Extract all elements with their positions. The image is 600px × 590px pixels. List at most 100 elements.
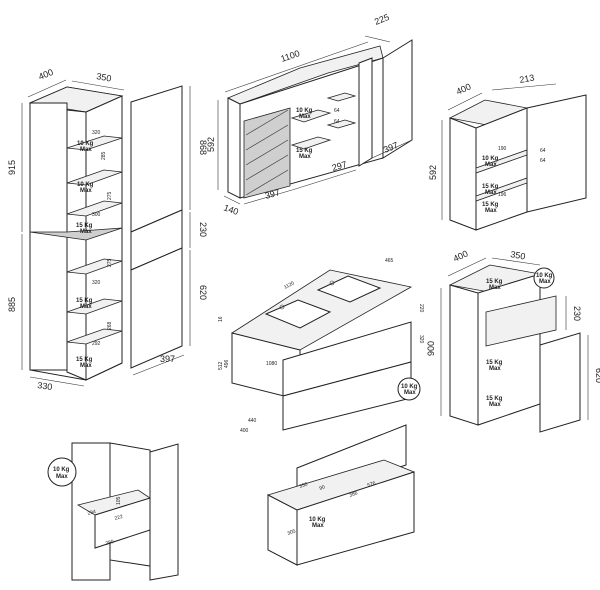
tall-depth-dim: 350 <box>96 71 113 83</box>
mirror-door-middle <box>358 57 373 167</box>
load-label: 15 Kg <box>486 279 503 285</box>
shelf-dim-7: 268 <box>107 321 113 330</box>
load-label-max: Max <box>299 114 311 120</box>
load-label: 15 Kg <box>76 223 93 229</box>
front-lower-height-dim: 620 <box>198 285 208 300</box>
load-label-max: Max <box>312 523 324 529</box>
front-width-dim: 397 <box>160 354 175 364</box>
shelf-dim-1: 320 <box>92 130 101 136</box>
wall-width-dim: 400 <box>455 81 473 96</box>
wall-cabinet-side <box>449 117 477 231</box>
drawer-detail-door <box>149 443 179 581</box>
mirror-cabinet-section: 10 Kg Max 15 Kg Max 64 64 1100 225 592 1… <box>206 12 413 217</box>
load-label-max: Max <box>80 229 92 235</box>
half-cabinet-side <box>449 284 479 426</box>
half-width-dim: 400 <box>452 248 470 263</box>
load-label: 15 Kg <box>486 396 503 402</box>
load-label-max: Max <box>539 279 551 285</box>
load-label-max: Max <box>299 154 311 160</box>
wall-shelf-dim: 64 <box>540 148 546 154</box>
mirror-depth-dim: 225 <box>373 12 391 27</box>
load-label-max: Max <box>489 366 501 372</box>
vanity-detail-side <box>267 494 298 566</box>
tall-cabinet-fronts: 868 230 620 397 <box>130 85 208 376</box>
mirror-hatching <box>245 109 289 196</box>
load-label: 10 Kg <box>309 517 326 523</box>
mirror-height-dim: 592 <box>206 137 216 152</box>
load-label-max: Max <box>485 190 497 196</box>
load-label-max: Max <box>56 474 68 480</box>
load-label-max: Max <box>485 208 497 214</box>
drawer-detail-front <box>94 497 151 549</box>
wall-depth-dim: 213 <box>519 73 536 85</box>
vanity-drawer-detail-section: 350 90 576 386 305 10 Kg Max <box>266 424 416 566</box>
drawer-detail-section: 10 Kg Max 294 222 105 280 <box>47 442 179 581</box>
mirror-shelf-dim: 64 <box>334 119 340 125</box>
vanity-inner-width: 400 <box>240 428 249 434</box>
half-drawer-height-dim: 230 <box>572 306 582 321</box>
wall-shelf-dim: 190 <box>498 146 507 152</box>
tall-cabinet-shelves <box>29 135 123 345</box>
load-label-max: Max <box>404 390 416 396</box>
half-door-height-dim: 620 <box>594 368 600 383</box>
half-load-badge <box>533 267 555 289</box>
vanity-height: 16 <box>218 316 224 322</box>
wall-shelf-dim: 196 <box>498 192 507 198</box>
vanity-height: 512 <box>218 361 224 370</box>
vanity-height: 496 <box>224 359 230 368</box>
half-height-dim: 900 <box>426 341 436 356</box>
drawer-dim: 105 <box>116 496 122 505</box>
vanity-detail-dim: 386 <box>349 490 359 499</box>
mirror-door-left-dim: 397 <box>264 187 281 201</box>
load-label: 10 Kg <box>296 108 313 114</box>
shelf-dim-2: 285 <box>101 151 107 160</box>
vanity-detail-dim: 576 <box>367 480 377 489</box>
drawer-dim: 294 <box>87 509 97 517</box>
wall-height-dim: 592 <box>428 165 438 180</box>
mirror-width-dim: 1100 <box>279 48 301 64</box>
vanity-top-depth-dim: 465 <box>385 258 394 264</box>
shelf-dim-3: 275 <box>107 191 113 200</box>
load-label: 15 Kg <box>76 298 93 304</box>
mirror-door-middle-dim: 297 <box>331 159 348 173</box>
half-cabinet-interior <box>477 273 541 426</box>
load-label: 10 Kg <box>77 182 94 188</box>
basin-right <box>316 275 382 303</box>
load-label: 10 Kg <box>482 156 499 162</box>
load-label: 10 Kg <box>401 384 418 390</box>
half-cabinet-drawer <box>485 295 557 347</box>
drawer-load-badge <box>47 457 77 487</box>
mirror-door-right <box>382 39 413 159</box>
load-label-max: Max <box>80 304 92 310</box>
load-label-max: Max <box>485 162 497 168</box>
load-label-max: Max <box>80 363 92 369</box>
shelf-dim-5: 275 <box>107 258 113 267</box>
vanity-load-badge <box>397 377 421 401</box>
tall-lower-height-dim: 885 <box>7 297 17 312</box>
load-label: 15 Kg <box>482 184 499 190</box>
wall-cabinet-section: 10 Kg Max 15 Kg Max 15 Kg Max 190 64 64 … <box>428 73 587 231</box>
load-label: 15 Kg <box>482 202 499 208</box>
load-label-max: Max <box>80 147 92 153</box>
load-label-max: Max <box>489 402 501 408</box>
load-label: 10 Kg <box>536 273 553 279</box>
drawer-dim: 222 <box>114 514 124 522</box>
front-middle-height-dim: 230 <box>198 222 208 237</box>
shelf-dim-4: 300 <box>92 212 101 218</box>
door-panel-upper <box>130 85 183 233</box>
load-label: 15 Kg <box>486 360 503 366</box>
load-label-max: Max <box>80 188 92 194</box>
vanity-inner-width: 1080 <box>266 361 277 367</box>
tall-cabinet-section: 320 285 275 300 275 320 268 292 10 Kg Ma… <box>7 67 125 392</box>
load-label: 15 Kg <box>76 357 93 363</box>
door-panel-lower <box>130 247 183 369</box>
shelf-dim-8: 292 <box>92 341 101 347</box>
shelf-dim-6: 320 <box>92 280 101 286</box>
tall-upper-height-dim: 915 <box>7 160 17 175</box>
vanity-height: 220 <box>418 304 424 313</box>
half-cabinet-section: 10 Kg Max 15 Kg Max 15 Kg Max 15 Kg Max … <box>426 248 600 433</box>
vanity-top-width-dim: 1120 <box>283 280 296 290</box>
vanity-inner-width: 440 <box>248 418 257 424</box>
